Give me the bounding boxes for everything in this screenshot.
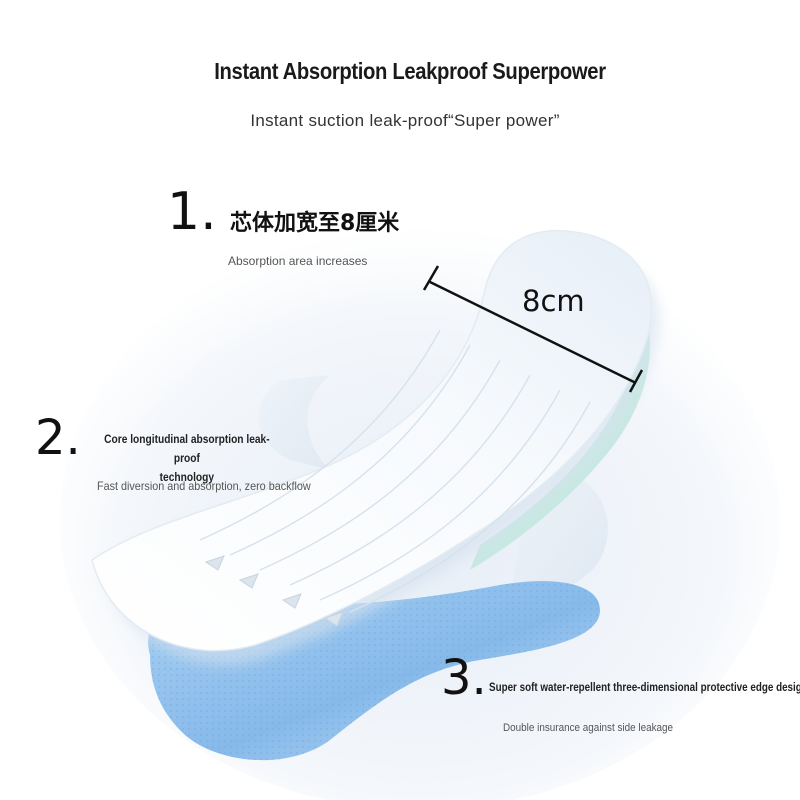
feature-2-title: Core longitudinal absorption leak-proof … [104, 430, 270, 487]
feature-3-number: 3. [441, 650, 487, 706]
feature-2-title-line-1: Core longitudinal absorption leak-proof [104, 432, 270, 465]
left-wing [258, 375, 330, 470]
right-wing [510, 470, 608, 597]
measurement-label: 8cm [522, 284, 585, 318]
white-pad-surface [91, 230, 653, 652]
width-measurement-line [422, 265, 644, 393]
feature-1-number: 1. [167, 182, 217, 242]
page-subtitle: Instant suction leak-proof“Super power” [250, 111, 560, 130]
feature-2-title-line-2: technology [159, 470, 215, 484]
feature-1-title: 芯体加宽至8厘米 [230, 211, 400, 236]
feature-2-subtitle: Fast diversion and absorption, zero back… [97, 479, 311, 493]
page-title: Instant Absorption Leakproof Superpower [214, 58, 606, 84]
feature-3-subtitle: Double insurance against side leakage [503, 722, 674, 734]
absorption-channels [199, 329, 591, 613]
flow-arrows [204, 555, 344, 627]
feature-2-number: 2. [35, 410, 81, 466]
feature-3-title: Super soft water-repellent three-dimensi… [489, 680, 800, 694]
feature-1-subtitle: Absorption area increases [228, 254, 368, 268]
